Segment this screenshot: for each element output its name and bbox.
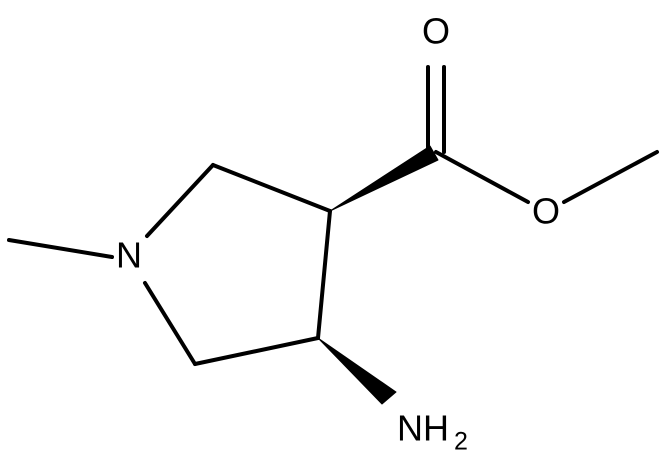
n-methyl-bond [7, 238, 114, 259]
o-methyl-bond [562, 150, 659, 204]
ring-bond-c5-n [143, 281, 197, 366]
ring-bond-c4-c5 [193, 336, 320, 366]
ester-bond-c-o [434, 150, 530, 204]
ring-bond-c3-c4 [316, 209, 332, 340]
amine-subscript: 2 [454, 428, 468, 456]
ring-bond-c2-c3 [211, 163, 332, 213]
carbonyl-oxygen-label: O [422, 11, 450, 52]
ring-nitrogen-label: N [116, 235, 142, 276]
wedge-bond-amine [317, 337, 397, 405]
ring-bond-n-c2 [145, 163, 215, 238]
amine-label: NH [397, 408, 449, 449]
ester-oxygen-label: O [532, 191, 560, 232]
wedge-bond-ester [329, 145, 439, 212]
